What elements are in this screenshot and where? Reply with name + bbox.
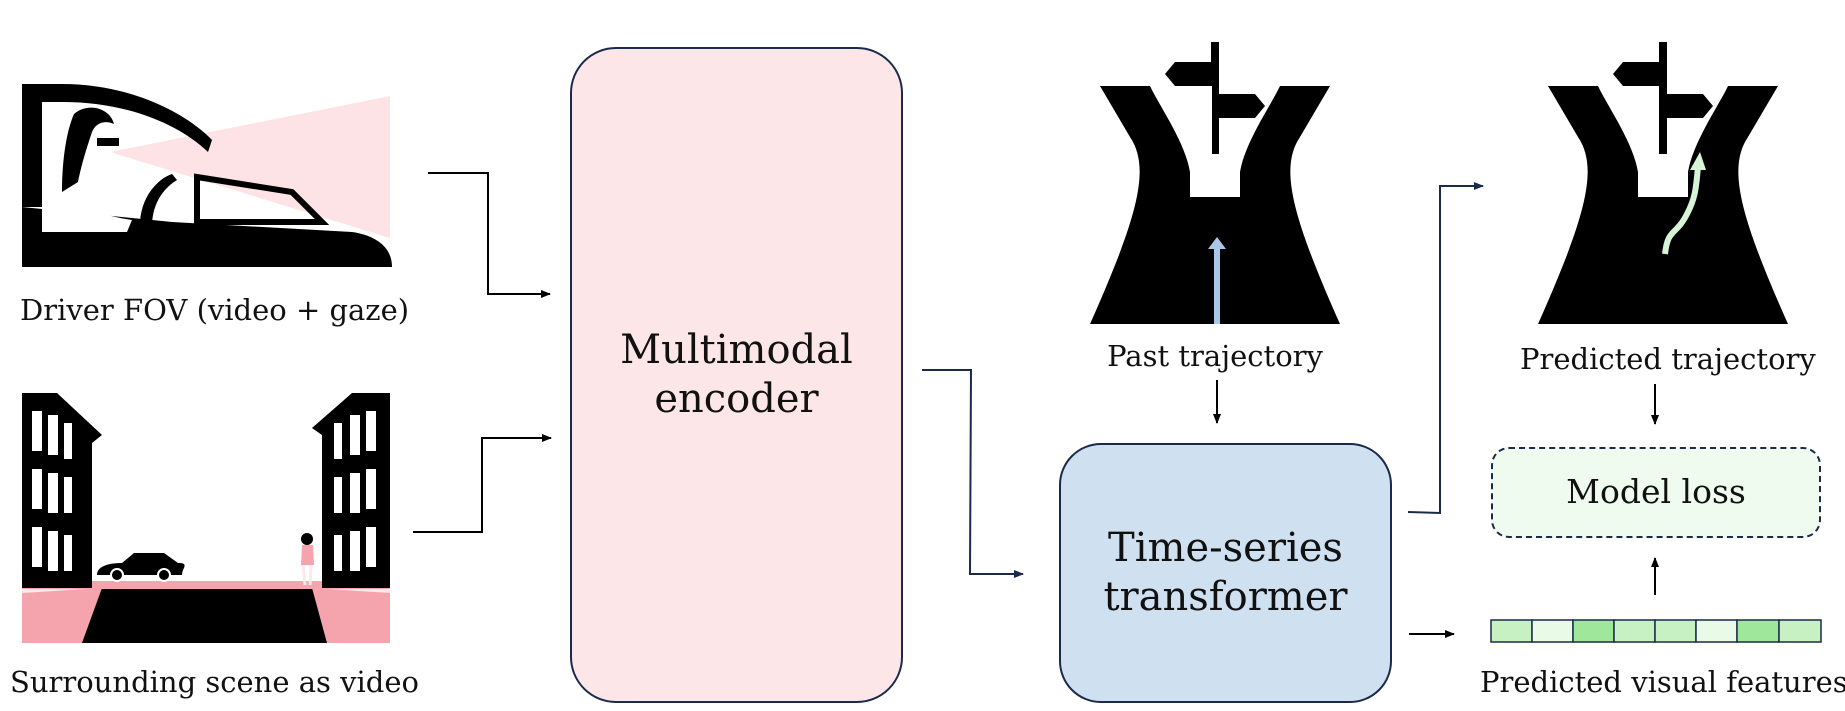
predicted-trajectory-label: Predicted trajectory — [1520, 342, 1816, 376]
model-loss-box: Model loss — [1491, 447, 1821, 538]
crosswalk-left — [22, 588, 102, 643]
arrow-transformer-to-predicted — [1407, 182, 1484, 515]
gaze-cone — [110, 96, 390, 238]
time-series-transformer-box: Time-series transformer — [1059, 443, 1392, 703]
driver-fov-illustration — [22, 84, 392, 267]
crosswalk-right — [312, 588, 390, 643]
road — [22, 583, 390, 643]
sunglasses — [97, 138, 119, 146]
driver-hair — [62, 107, 114, 192]
predicted-trajectory-arrow — [1662, 165, 1701, 255]
encoder-label-line1: Multimodal — [620, 327, 853, 374]
predicted-features-bar — [1490, 619, 1822, 643]
multimodal-encoder-box: Multimodal encoder — [570, 47, 903, 703]
feature-cell — [1778, 619, 1822, 643]
predicted-trajectory-illustration — [1538, 42, 1788, 324]
transformer-label-line1: Time-series — [1108, 525, 1343, 572]
arrow-scene-to-encoder — [413, 434, 552, 533]
arrow-fov-to-encoder — [428, 172, 551, 298]
past-trajectory-illustration — [1090, 42, 1340, 324]
steering-wheel — [140, 174, 177, 227]
scene-illustration — [22, 393, 390, 643]
dashboard — [194, 173, 330, 225]
pedestrian — [301, 533, 314, 586]
transformer-label-line2: transformer — [1103, 574, 1348, 620]
model-loss-label: Model loss — [1566, 472, 1746, 512]
past-trajectory-label: Past trajectory — [1107, 339, 1323, 373]
predicted-features-label: Predicted visual features — [1480, 665, 1845, 699]
driver-fov-label: Driver FOV (video + gaze) — [20, 293, 410, 327]
encoder-label-line2: encoder — [654, 376, 819, 422]
scene-label: Surrounding scene as video — [10, 665, 419, 699]
arrow-encoder-to-transformer — [922, 369, 1024, 578]
